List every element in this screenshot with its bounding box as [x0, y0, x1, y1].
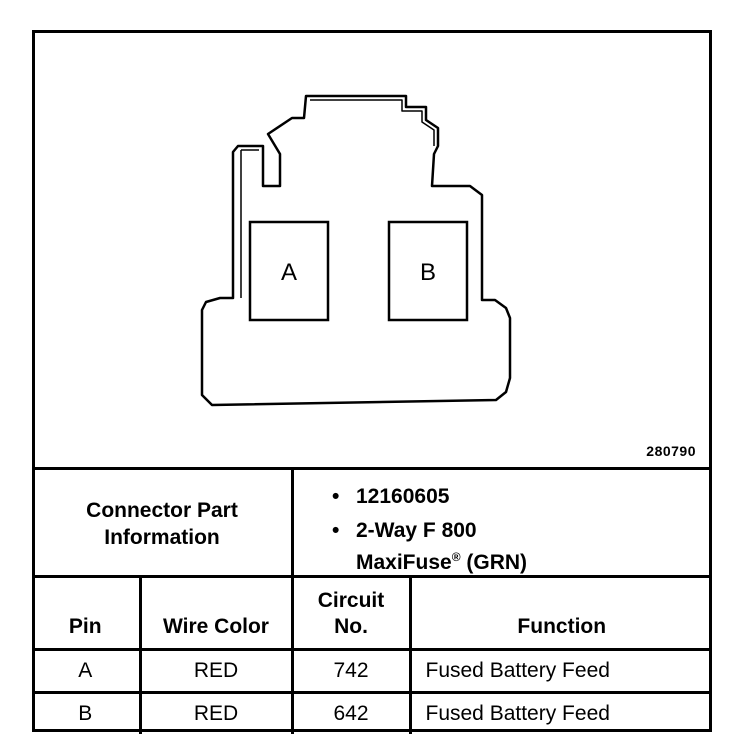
- table-row: A RED 742 Fused Battery Feed: [32, 648, 712, 694]
- bullet-icon: •: [332, 519, 340, 542]
- function-cell: Fused Battery Feed: [408, 691, 712, 734]
- cavity-b-box: [387, 220, 469, 322]
- list-item: • 12160605: [332, 484, 527, 510]
- divider: [291, 470, 294, 577]
- wire-color-cell: RED: [138, 691, 294, 734]
- connector-description-line2: MaxiFuse® (GRN): [356, 550, 528, 574]
- figure-number: 280790: [646, 443, 696, 459]
- cavity-a-label: A: [281, 259, 297, 286]
- pin-cell: A: [32, 648, 142, 694]
- connector-part-list: • 12160605 • 2-Way F 800 MaxiFuse® (GRN): [332, 484, 527, 584]
- circuit-cell: 642: [290, 691, 412, 734]
- cavity-b-label: B: [420, 259, 436, 286]
- header-function: Function: [408, 575, 712, 651]
- header-pin: Pin: [32, 575, 142, 651]
- part-number: 12160605: [356, 485, 450, 508]
- connector-outline: [200, 94, 512, 407]
- connector-inner-outline: [240, 99, 435, 298]
- table-row: B RED 642 Fused Battery Feed: [32, 691, 712, 734]
- connector-part-info: Connector Part Information • 12160605 • …: [32, 467, 712, 577]
- cavity-a-box: [248, 220, 330, 322]
- header-wire-color: Wire Color: [138, 575, 294, 651]
- connector-face-diagram: A B: [200, 94, 512, 407]
- connector-part-info-label: Connector Part Information: [86, 498, 238, 549]
- list-item: • 2-Way F 800 MaxiFuse® (GRN): [332, 518, 527, 576]
- function-cell: Fused Battery Feed: [408, 648, 712, 694]
- circuit-cell: 742: [290, 648, 412, 694]
- pin-cell: B: [32, 691, 142, 734]
- wire-color-cell: RED: [138, 648, 294, 694]
- bullet-icon: •: [332, 485, 340, 508]
- connector-description-line1: 2-Way F 800: [356, 519, 477, 542]
